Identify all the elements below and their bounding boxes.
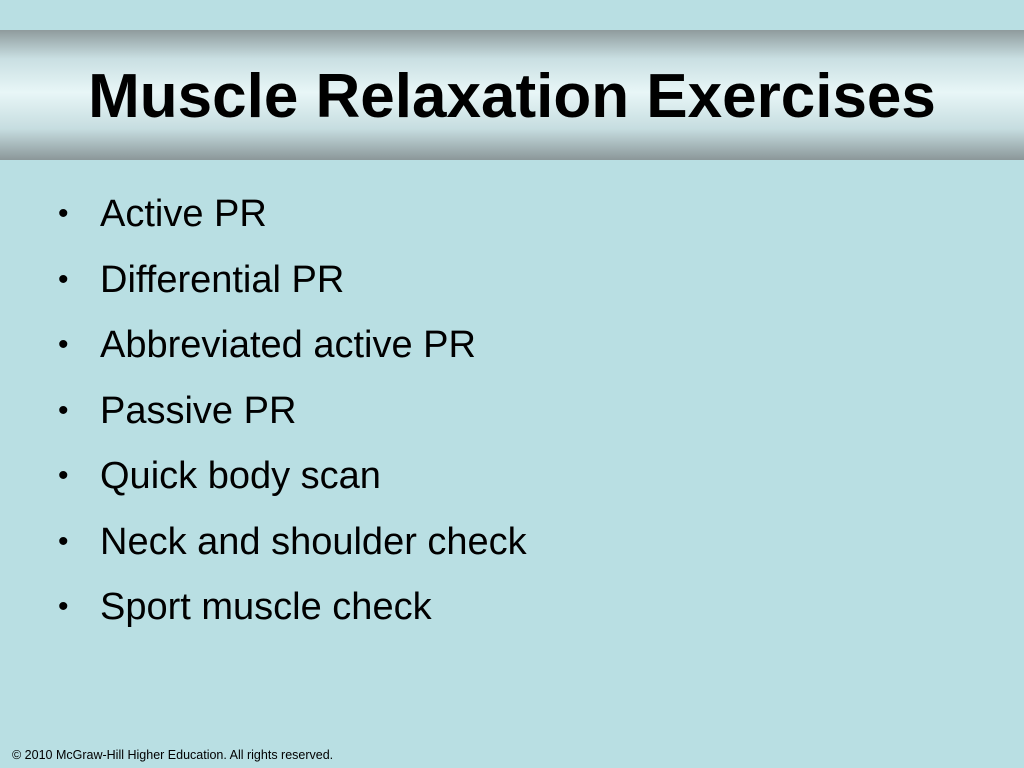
- list-item: • Quick body scan: [58, 448, 527, 514]
- copyright-footer: © 2010 McGraw-Hill Higher Education. All…: [12, 748, 334, 762]
- list-item: • Active PR: [58, 186, 527, 252]
- list-item: • Abbreviated active PR: [58, 317, 527, 383]
- bullet-icon: •: [58, 262, 69, 296]
- list-item: • Sport muscle check: [58, 579, 527, 645]
- slide-title: Muscle Relaxation Exercises: [88, 62, 936, 131]
- list-item: • Differential PR: [58, 252, 527, 318]
- bullet-icon: •: [58, 197, 69, 230]
- bullet-icon: •: [58, 524, 69, 558]
- bullet-text: Active PR: [100, 193, 267, 235]
- list-item: • Passive PR: [58, 383, 527, 449]
- bullet-text: Passive PR: [100, 389, 297, 432]
- bullet-list: • Active PR • Differential PR • Abbreviated…: [58, 186, 527, 645]
- bullet-icon: •: [58, 590, 69, 623]
- bullet-text: Sport muscle check: [100, 586, 432, 628]
- bullet-text: Abbreviated active PR: [100, 324, 476, 366]
- bullet-icon: •: [58, 328, 69, 361]
- bullet-text: Differential PR: [100, 258, 345, 301]
- bullet-text: Neck and shoulder check: [100, 520, 527, 563]
- title-band: [0, 30, 1024, 160]
- bullet-text: Quick body scan: [100, 455, 381, 497]
- bullet-icon: •: [58, 393, 69, 427]
- list-item: • Neck and shoulder check: [58, 514, 527, 580]
- bullet-icon: •: [58, 459, 69, 492]
